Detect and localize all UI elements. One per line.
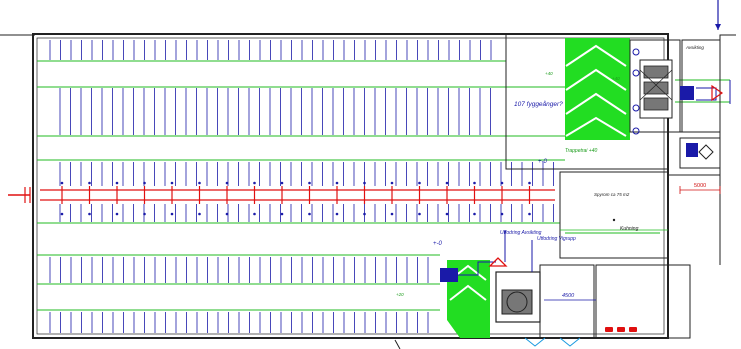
sensor-dot (115, 212, 119, 216)
sensor-dot (528, 212, 531, 216)
sensor-dot (170, 181, 174, 185)
lower-rooms (539, 264, 669, 339)
exhaust-duct (8, 181, 555, 216)
sensor-dot (115, 181, 119, 185)
technical-room-label: Avsikting (685, 45, 704, 50)
bottom-chevrons (394, 337, 581, 349)
stair-icon (686, 0, 721, 160)
sensor-dot (170, 212, 174, 216)
sensor-dot (88, 181, 91, 185)
sensor-dot (418, 181, 421, 185)
sensor-dot (198, 181, 201, 185)
sensor-dot (308, 212, 311, 216)
sensor-dot (335, 181, 339, 185)
sensor-dot (363, 181, 366, 185)
supply-label: Utfodring Vigrupp (537, 236, 576, 242)
air-handling-unit-icon (440, 230, 541, 323)
sensor-dot (253, 212, 256, 216)
sensor-dot (500, 212, 504, 216)
sensor-dot (335, 212, 339, 216)
sensor-dot (143, 212, 146, 216)
sensor-dot (473, 181, 476, 185)
sensor-dot (225, 212, 229, 216)
sensor-dot (528, 181, 531, 185)
sensor-dot (390, 212, 394, 216)
dimension-bottom-label: 4500 (562, 293, 575, 299)
sensor-dot (280, 212, 284, 216)
level-lines (37, 60, 730, 311)
upper-service-area (505, 33, 721, 170)
sensor-dot (500, 181, 504, 185)
sensor-dot (143, 181, 146, 185)
fan-icon (680, 80, 731, 104)
exhaust-label: Utfodring Avsikting (500, 230, 542, 236)
ramp-level-label: Trappetrai +40 (565, 148, 598, 154)
storage-room (559, 171, 669, 259)
storage-sub-label: Kuhning (620, 226, 639, 232)
sensor-dot (473, 212, 476, 216)
air-handling-unit-icon (632, 48, 673, 135)
storage-room-label: Spyrom ca 75 m2 (594, 192, 630, 197)
lower-zone-label: +20 (396, 292, 404, 297)
sensor-dot (445, 212, 449, 216)
sensor-dot (390, 181, 394, 185)
sensor-dot (253, 181, 256, 185)
sensor-dot (225, 181, 229, 185)
red-markers (605, 327, 637, 332)
lower-aisle-level-label: +-0 (433, 241, 443, 247)
sensor-dot (363, 212, 366, 216)
upper-zone-label: +40 (545, 71, 553, 76)
parking-stalls (49, 40, 554, 333)
dimension-right-label: 5000 (694, 183, 706, 189)
sensor-dot (88, 212, 91, 216)
sensor-dot (198, 212, 201, 216)
sensor-dot (418, 212, 421, 216)
sensor-dot (60, 181, 64, 185)
spaces-count-label: 107 fyggeånger? (514, 100, 563, 108)
dimension-lines (544, 186, 721, 301)
aisle-level-label: +-0 (538, 159, 548, 165)
sensor-dot (280, 181, 284, 185)
upper-zone-label-2: +40 (612, 76, 620, 81)
sensor-dot (308, 181, 311, 185)
outer-walls (32, 33, 736, 339)
sensor-dot (445, 181, 449, 185)
sensor-dot (60, 212, 64, 216)
